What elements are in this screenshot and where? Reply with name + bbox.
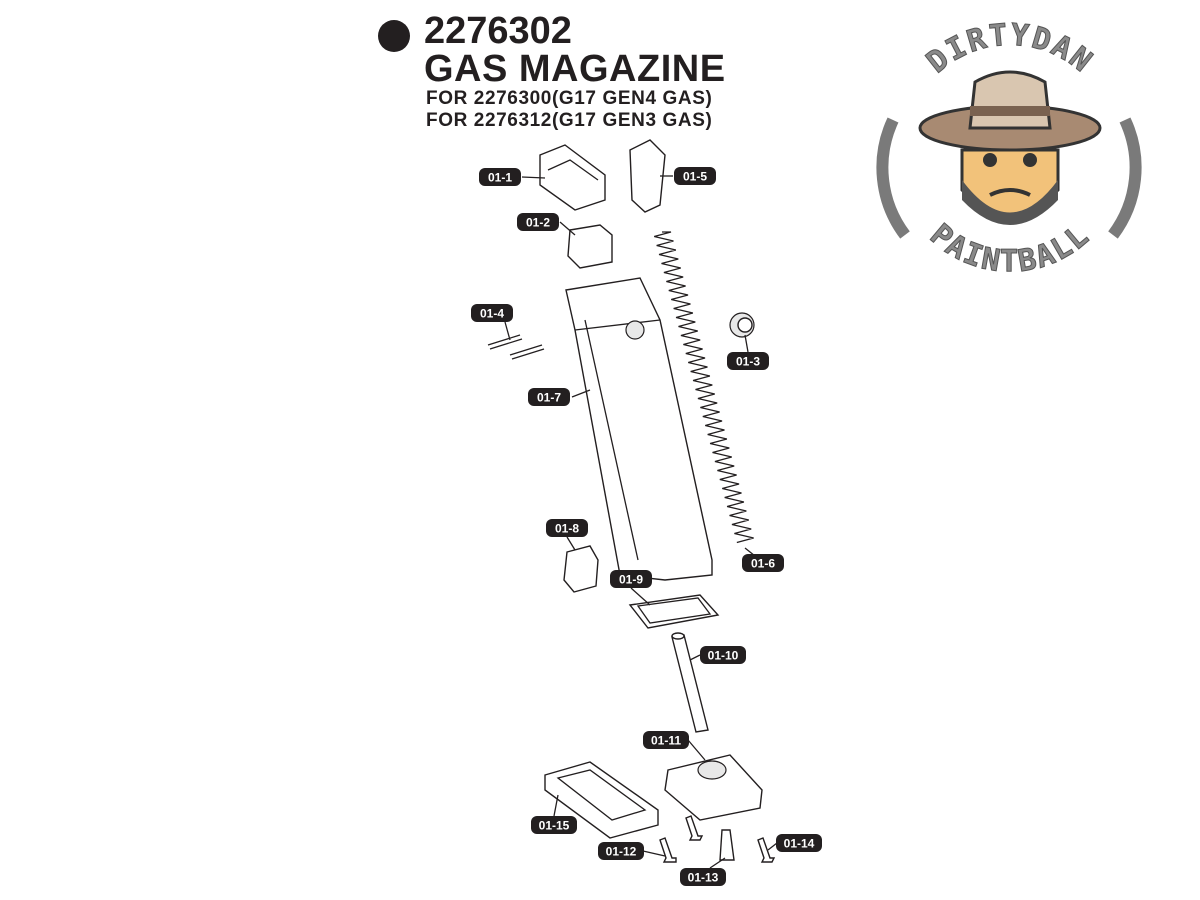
label-text: 01-13 — [688, 871, 719, 885]
part-01-11-drawing — [664, 754, 763, 821]
part-label-01-8: 01-8 — [546, 519, 588, 537]
compatibility-line: FOR 2276300(G17 GEN4 GAS) — [426, 88, 713, 109]
leader-lines — [504, 175, 778, 869]
logo-ring — [876, 117, 910, 239]
label-pill — [776, 834, 822, 852]
label-text: 01-8 — [555, 522, 579, 536]
part-01-4-drawing — [487, 334, 545, 360]
spring-drawing — [654, 231, 754, 544]
part-01-9-drawing — [628, 594, 720, 629]
label-pill — [610, 570, 652, 588]
screw-drawings — [659, 815, 776, 863]
label-pill — [598, 842, 644, 860]
logo-ring — [1108, 117, 1142, 239]
label-pill — [727, 352, 769, 370]
mustache-icon — [989, 188, 1031, 197]
part-label-01-6: 01-6 — [742, 554, 784, 572]
label-pill — [546, 519, 588, 537]
label-text: 01-12 — [606, 845, 637, 859]
label-pill — [517, 213, 559, 231]
part-label-01-11: 01-11 — [643, 731, 689, 749]
label-text: 01-4 — [480, 307, 504, 321]
part-label-01-5: 01-5 — [674, 167, 716, 185]
part-01-15-drawing — [544, 761, 659, 839]
part-01-5-drawing — [629, 139, 666, 213]
label-pill — [742, 554, 784, 572]
part-label-01-15: 01-15 — [531, 816, 577, 834]
label-pill — [680, 868, 726, 886]
logo-bottom-text: PAINTBALL — [923, 217, 1097, 279]
hat-crown-icon — [968, 70, 1052, 130]
label-text: 01-9 — [619, 573, 643, 587]
bullet-icon — [378, 20, 410, 52]
label-pill — [479, 168, 521, 186]
part-label-01-14: 01-14 — [776, 834, 822, 852]
part-label-01-9: 01-9 — [610, 570, 652, 588]
label-text: 01-15 — [539, 819, 570, 833]
compatibility-line: FOR 2276312(G17 GEN3 GAS) — [426, 110, 713, 131]
part-label-01-7: 01-7 — [528, 388, 570, 406]
part-name: GAS MAGAZINE — [424, 48, 726, 90]
hat-band-icon — [970, 106, 1050, 116]
label-text: 01-2 — [526, 216, 550, 230]
label-pill — [674, 167, 716, 185]
label-pill — [528, 388, 570, 406]
part-01-1-drawing — [539, 144, 606, 211]
label-pill — [700, 646, 746, 664]
label-text: 01-7 — [537, 391, 561, 405]
label-pill — [531, 816, 577, 834]
label-text: 01-3 — [736, 355, 760, 369]
part-label-01-13: 01-13 — [680, 868, 726, 886]
label-text: 01-6 — [751, 557, 775, 571]
label-text: 01-5 — [683, 170, 707, 184]
label-text: 01-10 — [708, 649, 739, 663]
part-01-2-drawing — [567, 224, 613, 269]
part-01-8-drawing — [563, 545, 599, 593]
bandana-icon — [962, 180, 1058, 225]
part-01-10-drawing — [671, 632, 709, 733]
part-01-3-drawing — [729, 312, 755, 338]
part-label-01-4: 01-4 — [471, 304, 513, 322]
eye-icon — [1023, 153, 1037, 167]
part-label-01-2: 01-2 — [517, 213, 559, 231]
part-label-01-3: 01-3 — [727, 352, 769, 370]
part-label-01-10: 01-10 — [700, 646, 746, 664]
part-number: 2276302 — [424, 10, 572, 52]
part-labels: 01-1 01-2 01-3 01-4 01-5 01-6 01-7 01-8 01-9 01-1… — [471, 167, 822, 886]
label-pill — [471, 304, 513, 322]
dirtydan-logo: DIRTYDAN PAINTBALL — [876, 17, 1142, 280]
label-text: 01-1 — [488, 171, 512, 185]
label-pill — [643, 731, 689, 749]
label-text: 01-14 — [784, 837, 815, 851]
magazine-body-drawing — [565, 277, 713, 581]
label-text: 01-11 — [651, 734, 681, 748]
part-label-01-12: 01-12 — [598, 842, 644, 860]
part-label-01-1: 01-1 — [479, 168, 521, 186]
eye-icon — [983, 153, 997, 167]
